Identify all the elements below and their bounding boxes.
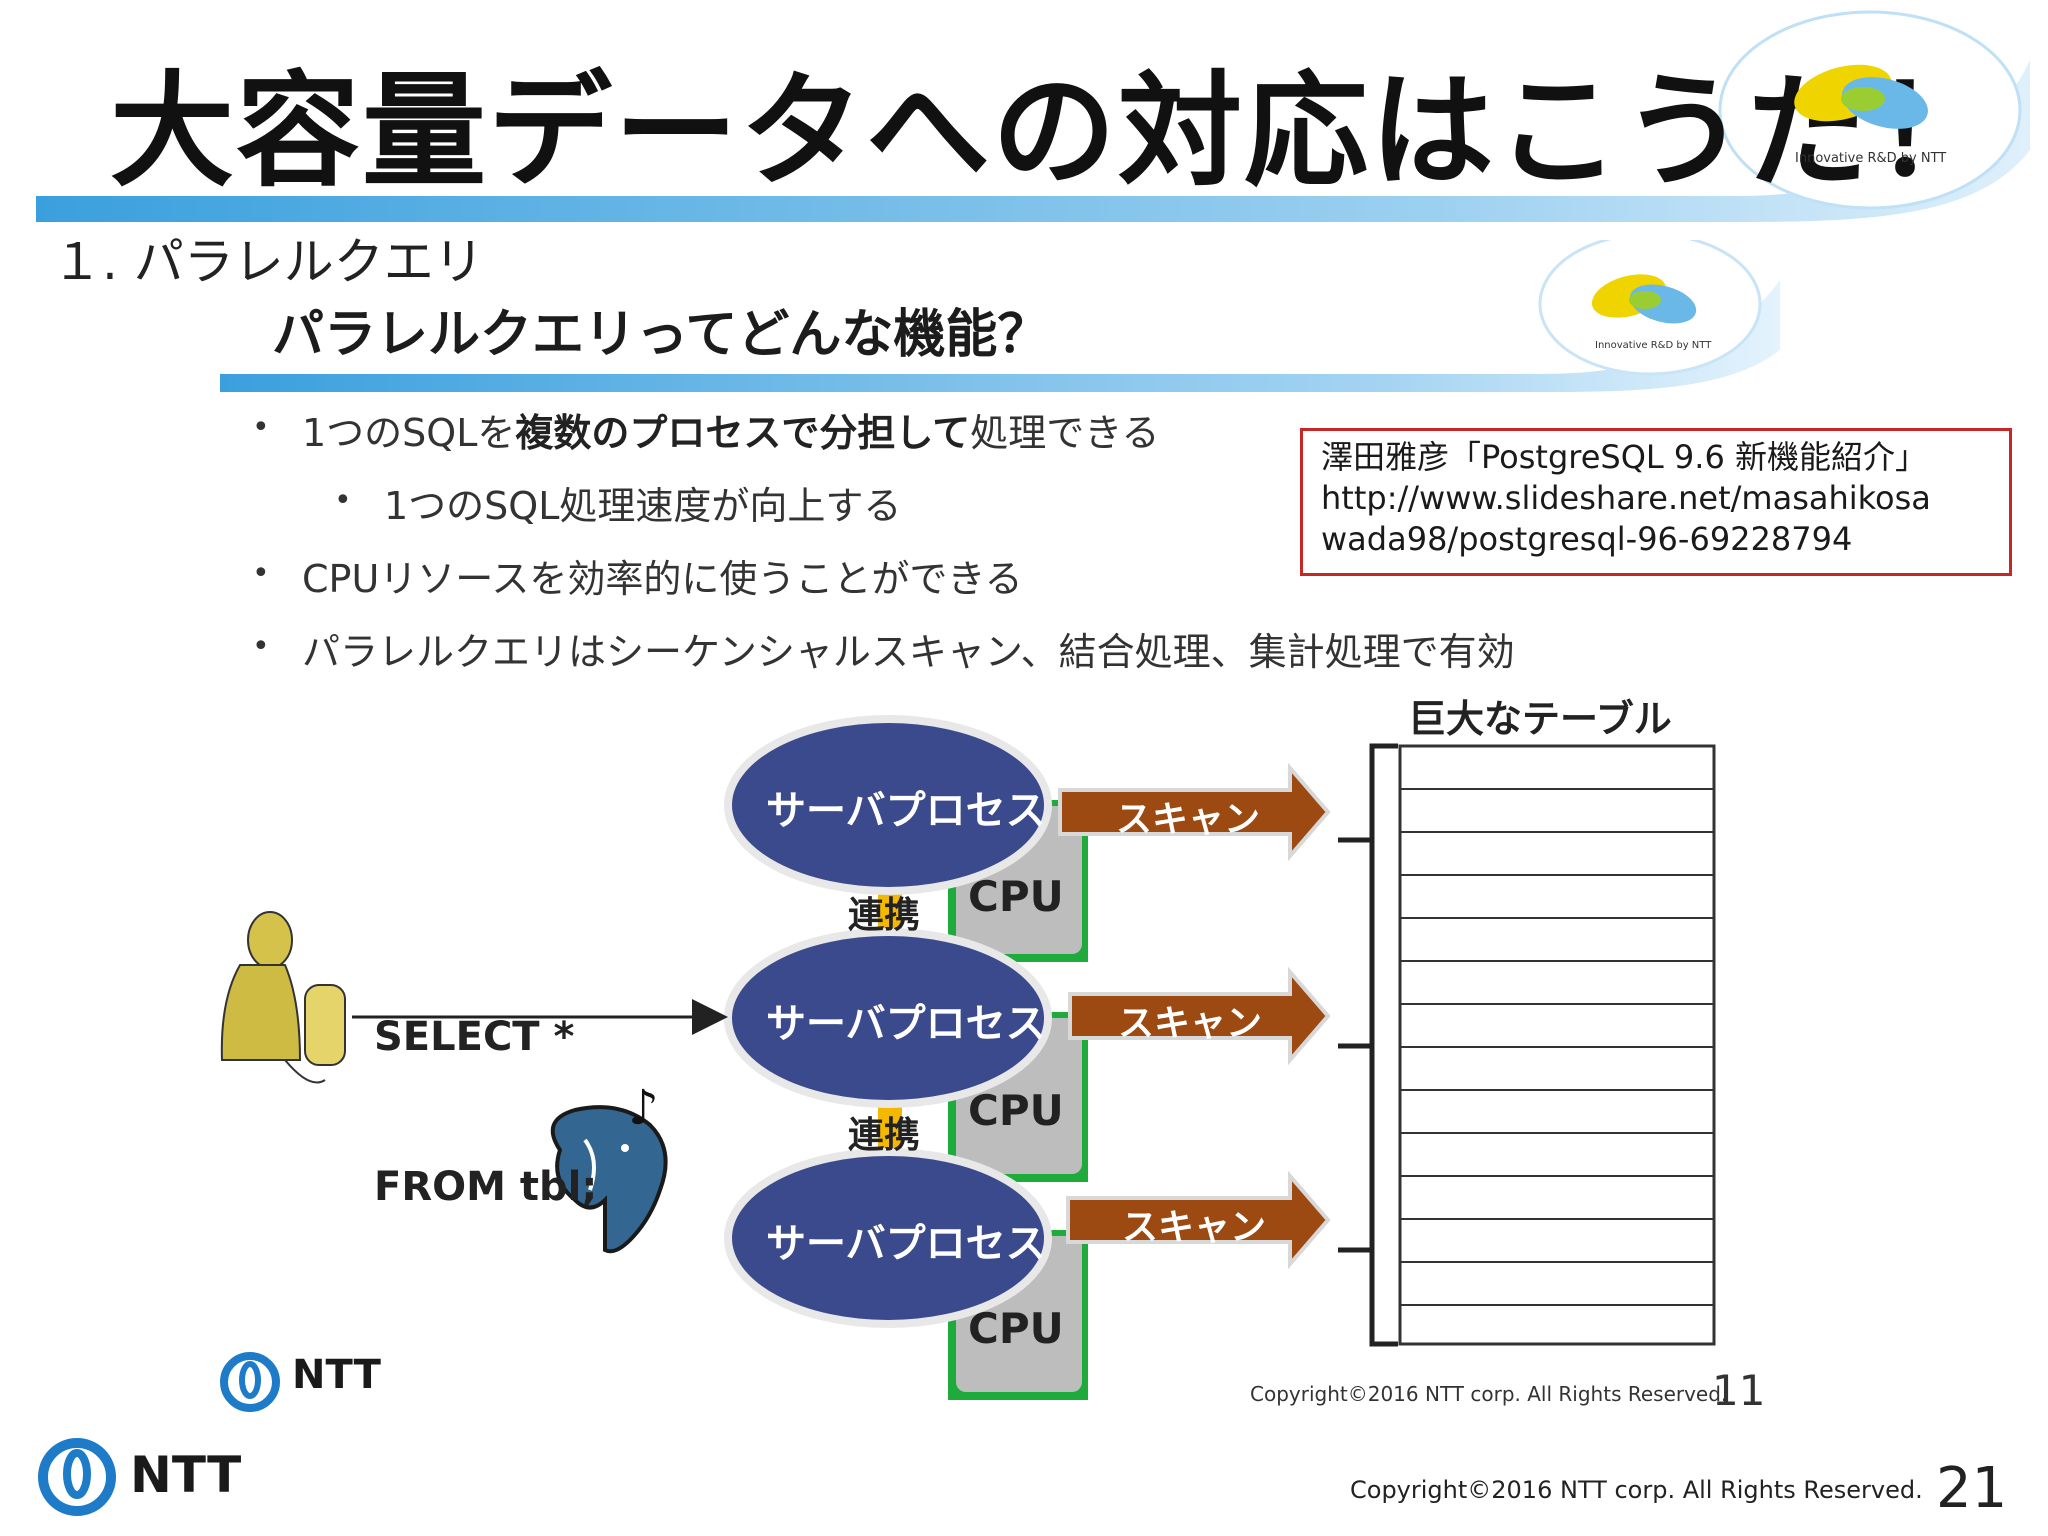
page-number: 21 — [1936, 1456, 2007, 1521]
process-label: サーバプロセス — [766, 1211, 1046, 1269]
coop-label: 連携 — [848, 1106, 920, 1158]
scan-label: スキャン — [1122, 1198, 1266, 1250]
sql-query: SELECT * FROM tbl; — [374, 912, 597, 1262]
big-table — [1400, 746, 1714, 1344]
user-at-computer-icon — [222, 912, 345, 1083]
music-note-icon: ♪ — [628, 1080, 659, 1136]
coop-label: 連携 — [848, 886, 920, 938]
embedded-copyright: Copyright©2016 NTT corp. All Rights Rese… — [1250, 1382, 1727, 1406]
ntt-logo-text: NTT — [130, 1446, 241, 1504]
ntt-logo-icon — [36, 1436, 118, 1518]
scan-label: スキャン — [1116, 790, 1260, 842]
sql-line-2: FROM tbl; — [374, 1162, 597, 1212]
embedded-ntt-logo-text: NTT — [292, 1352, 381, 1398]
cpu-label: CPU — [968, 1304, 1064, 1353]
process-label: サーバプロセス — [766, 778, 1046, 836]
embedded-page-number: 11 — [1712, 1366, 1765, 1415]
table-bracket — [1338, 746, 1398, 1344]
embedded-ntt-logo-icon — [218, 1350, 282, 1414]
sql-line-1: SELECT * — [374, 1012, 597, 1062]
cpu-label: CPU — [968, 1086, 1064, 1135]
copyright: Copyright©2016 NTT corp. All Rights Rese… — [1350, 1476, 1923, 1504]
process-label: サーバプロセス — [766, 991, 1046, 1049]
cpu-label: CPU — [968, 872, 1064, 921]
scan-label: スキャン — [1118, 994, 1262, 1046]
big-table-title: 巨大なテーブル — [1408, 688, 1672, 743]
